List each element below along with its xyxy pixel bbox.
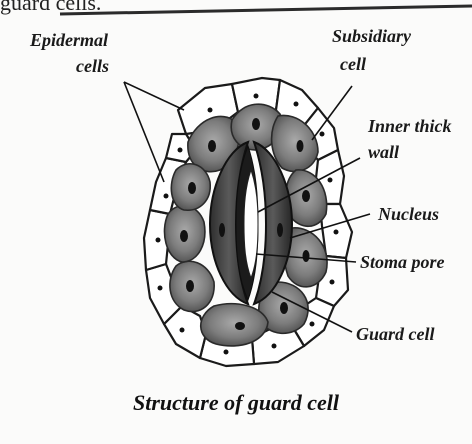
label-subsidiary-line1: Subsidiary (332, 26, 412, 46)
nucleus (252, 118, 260, 130)
label-epidermal-line2: cells (76, 56, 109, 76)
label-guard-cell: Guard cell (356, 324, 435, 344)
nucleus (302, 190, 310, 202)
nucleus (303, 250, 310, 262)
figure-caption: Structure of guard cell (0, 390, 472, 416)
nucleus (235, 322, 245, 330)
nucleus (277, 223, 283, 237)
nucleus (280, 302, 288, 314)
nucleus (297, 140, 304, 152)
label-stoma-pore: Stoma pore (360, 252, 445, 272)
label-inner-wall-line1: Inner thick (367, 116, 452, 136)
label-inner-wall-line2: wall (368, 142, 399, 162)
nucleus (186, 280, 194, 292)
nucleus (208, 140, 216, 152)
scan-edge-line (60, 6, 472, 14)
nucleus (188, 182, 196, 194)
subsidiary-cell (201, 304, 268, 346)
label-nucleus: Nucleus (377, 204, 439, 224)
nucleus (219, 223, 225, 237)
label-subsidiary-line2: cell (340, 54, 366, 74)
label-epidermal-line1: Epidermal (29, 30, 108, 50)
nucleus (180, 230, 188, 242)
